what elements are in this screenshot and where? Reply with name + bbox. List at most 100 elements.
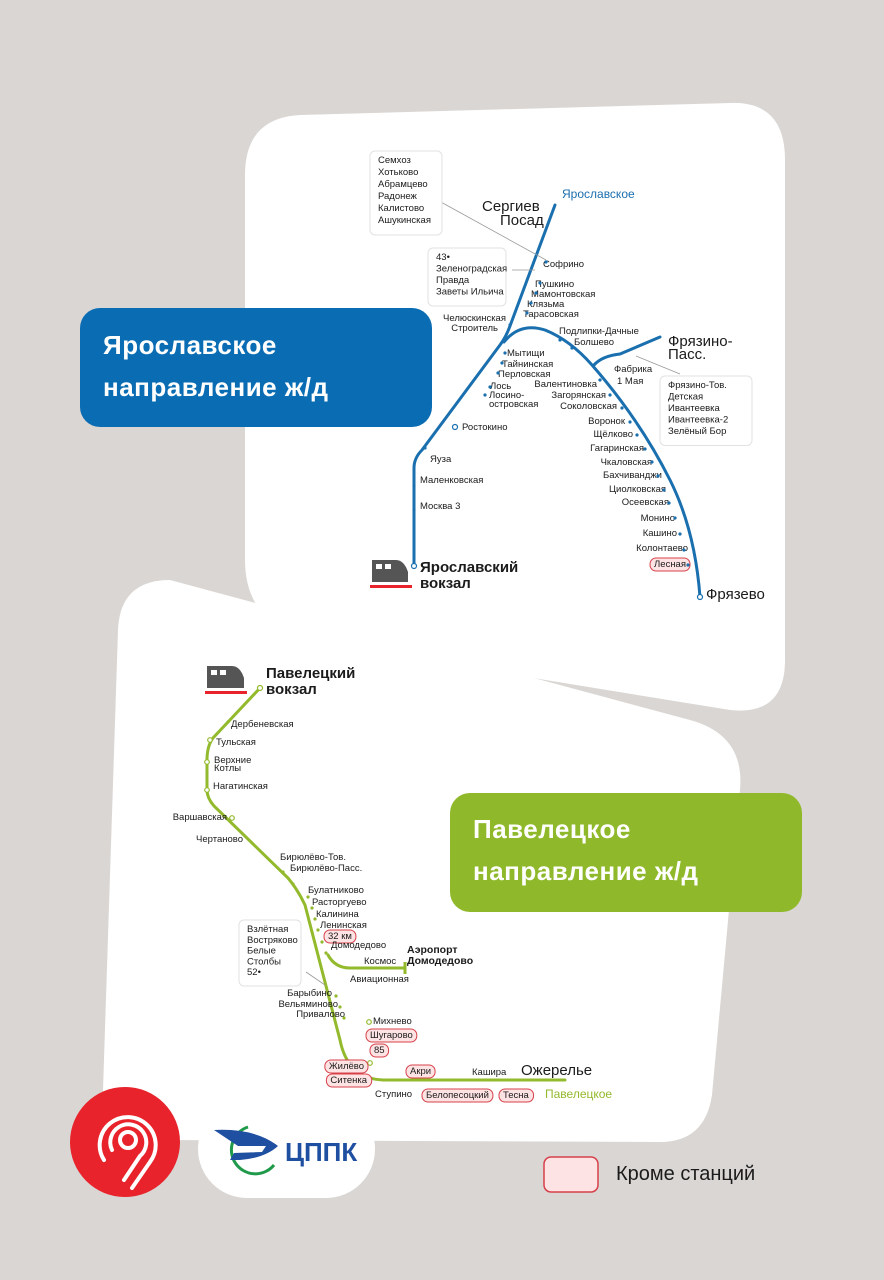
station-label: Ростокино	[462, 422, 507, 433]
station-label: Воронок	[588, 416, 626, 427]
direction-label: Павелецкое	[545, 1087, 612, 1101]
station-label: Зелёный Бор	[668, 426, 726, 437]
direction-label: Ярославское	[562, 187, 635, 201]
station-tick	[423, 446, 427, 450]
station-label: Фабрика	[614, 364, 653, 375]
station-label: Чертаново	[196, 834, 243, 845]
station-label: Москва 3	[420, 501, 460, 512]
station-list-box	[238, 919, 302, 987]
excluded-station-label: Белопесоцкий	[426, 1090, 489, 1101]
station-label: Зеленоградская	[436, 264, 507, 275]
station-label: Верхние	[214, 755, 251, 766]
yaroslavl-title: направление ж/д	[103, 372, 329, 402]
station-label: Лосино-	[489, 390, 524, 401]
excluded-station-pill	[365, 1028, 418, 1043]
station-tick	[488, 385, 492, 389]
transfer-node	[451, 423, 459, 431]
station-tick	[368, 966, 372, 970]
airport-label: Аэропорт	[407, 944, 458, 956]
station-tick	[620, 406, 624, 410]
callout-line	[635, 355, 681, 375]
station-label: Взлётная	[247, 924, 288, 935]
terminus-label: Ярославский	[420, 559, 518, 576]
station-label: Бахчиванджи	[603, 470, 662, 481]
paveletsky-title: Павелецкое	[473, 814, 631, 844]
station-tick	[496, 371, 500, 375]
station-label: Ступино	[375, 1089, 412, 1100]
sergiev-posad-label: Посад	[500, 212, 544, 229]
station-label: Соколовская	[560, 401, 617, 412]
excluded-station-label: Лесная	[654, 559, 686, 570]
station-tick	[412, 484, 416, 488]
terminus-node	[696, 593, 704, 601]
station-label: Осеевская	[622, 497, 669, 508]
station-label: Мытищи	[507, 348, 545, 359]
station-tick	[570, 346, 574, 350]
cppk-logo-text: ЦППК	[285, 1137, 357, 1167]
excluded-station-label: Шугарово	[370, 1030, 413, 1041]
station-tick	[334, 994, 338, 998]
station-label: Калистово	[378, 203, 424, 214]
terminus-label: Павелецкий	[266, 665, 355, 682]
station-tick	[529, 301, 533, 305]
station-label: Маленковская	[420, 475, 483, 486]
excluded-station-pill	[405, 1064, 436, 1079]
station-label: Калинина	[316, 909, 359, 920]
station-label: Лось	[490, 381, 511, 392]
station-tick	[395, 1078, 399, 1082]
station-tick	[643, 447, 647, 451]
fryazino-pass-label: Фрязино-	[668, 333, 733, 350]
station-list-box	[427, 247, 507, 307]
terminus-node	[256, 684, 264, 692]
station-label: Циолковская	[609, 484, 666, 495]
station-tick	[538, 281, 542, 285]
station-tick	[388, 966, 392, 970]
paveletsky-title-badge	[450, 793, 802, 912]
station-label: Абрамцево	[378, 179, 428, 190]
station-tick	[598, 378, 602, 382]
station-label: Барыбино	[287, 988, 332, 999]
station-tick	[425, 1078, 429, 1082]
train-icon	[205, 666, 247, 694]
station-tick	[342, 1016, 346, 1020]
station-label: Щёлково	[593, 429, 633, 440]
station-label: Котлы	[214, 763, 241, 774]
terminus-node	[410, 562, 418, 570]
station-label: Домодедово	[331, 940, 386, 951]
station-tick	[513, 1078, 517, 1082]
station-label: Космос	[364, 956, 396, 967]
station-tick	[544, 260, 548, 264]
yaroslavl-title-badge	[80, 308, 432, 427]
fryazino-pass-label: Пасс.	[668, 346, 706, 363]
station-label: Детская	[668, 392, 703, 403]
station-label: 1 Мая	[617, 376, 643, 387]
station-label: Фрязино-Тов.	[668, 380, 727, 391]
callout-line	[429, 195, 547, 261]
station-label: Востряково	[247, 935, 298, 946]
station-tick	[508, 323, 512, 327]
yaroslavl-card	[245, 102, 785, 711]
station-label: Булатниково	[308, 885, 364, 896]
station-tick	[678, 532, 682, 536]
cppk-logo-icon	[214, 1125, 278, 1176]
station-tick	[543, 1078, 547, 1082]
station-label: Ивантеевка	[668, 403, 721, 414]
station-label: Заветы Ильича	[436, 287, 504, 298]
station-tick	[662, 488, 666, 492]
station-tick	[628, 420, 632, 424]
yaroslavl-line	[412, 203, 702, 599]
station-tick	[635, 433, 639, 437]
station-tick	[500, 361, 504, 365]
excluded-station-label: Жилёво	[329, 1061, 364, 1072]
excluded-station-label: Ситенка	[330, 1075, 367, 1086]
station-tick	[338, 1005, 342, 1009]
station-label: Нагатинская	[213, 781, 268, 792]
terminus-label: вокзал	[420, 575, 471, 592]
legend-excluded-swatch	[543, 1156, 599, 1193]
station-label: Бирюлёво-Пасс.	[290, 863, 362, 874]
station-label: 52•	[247, 967, 261, 978]
station-list-box	[659, 375, 753, 446]
station-label: Загорянская	[551, 390, 606, 401]
station-tick	[453, 1078, 457, 1082]
